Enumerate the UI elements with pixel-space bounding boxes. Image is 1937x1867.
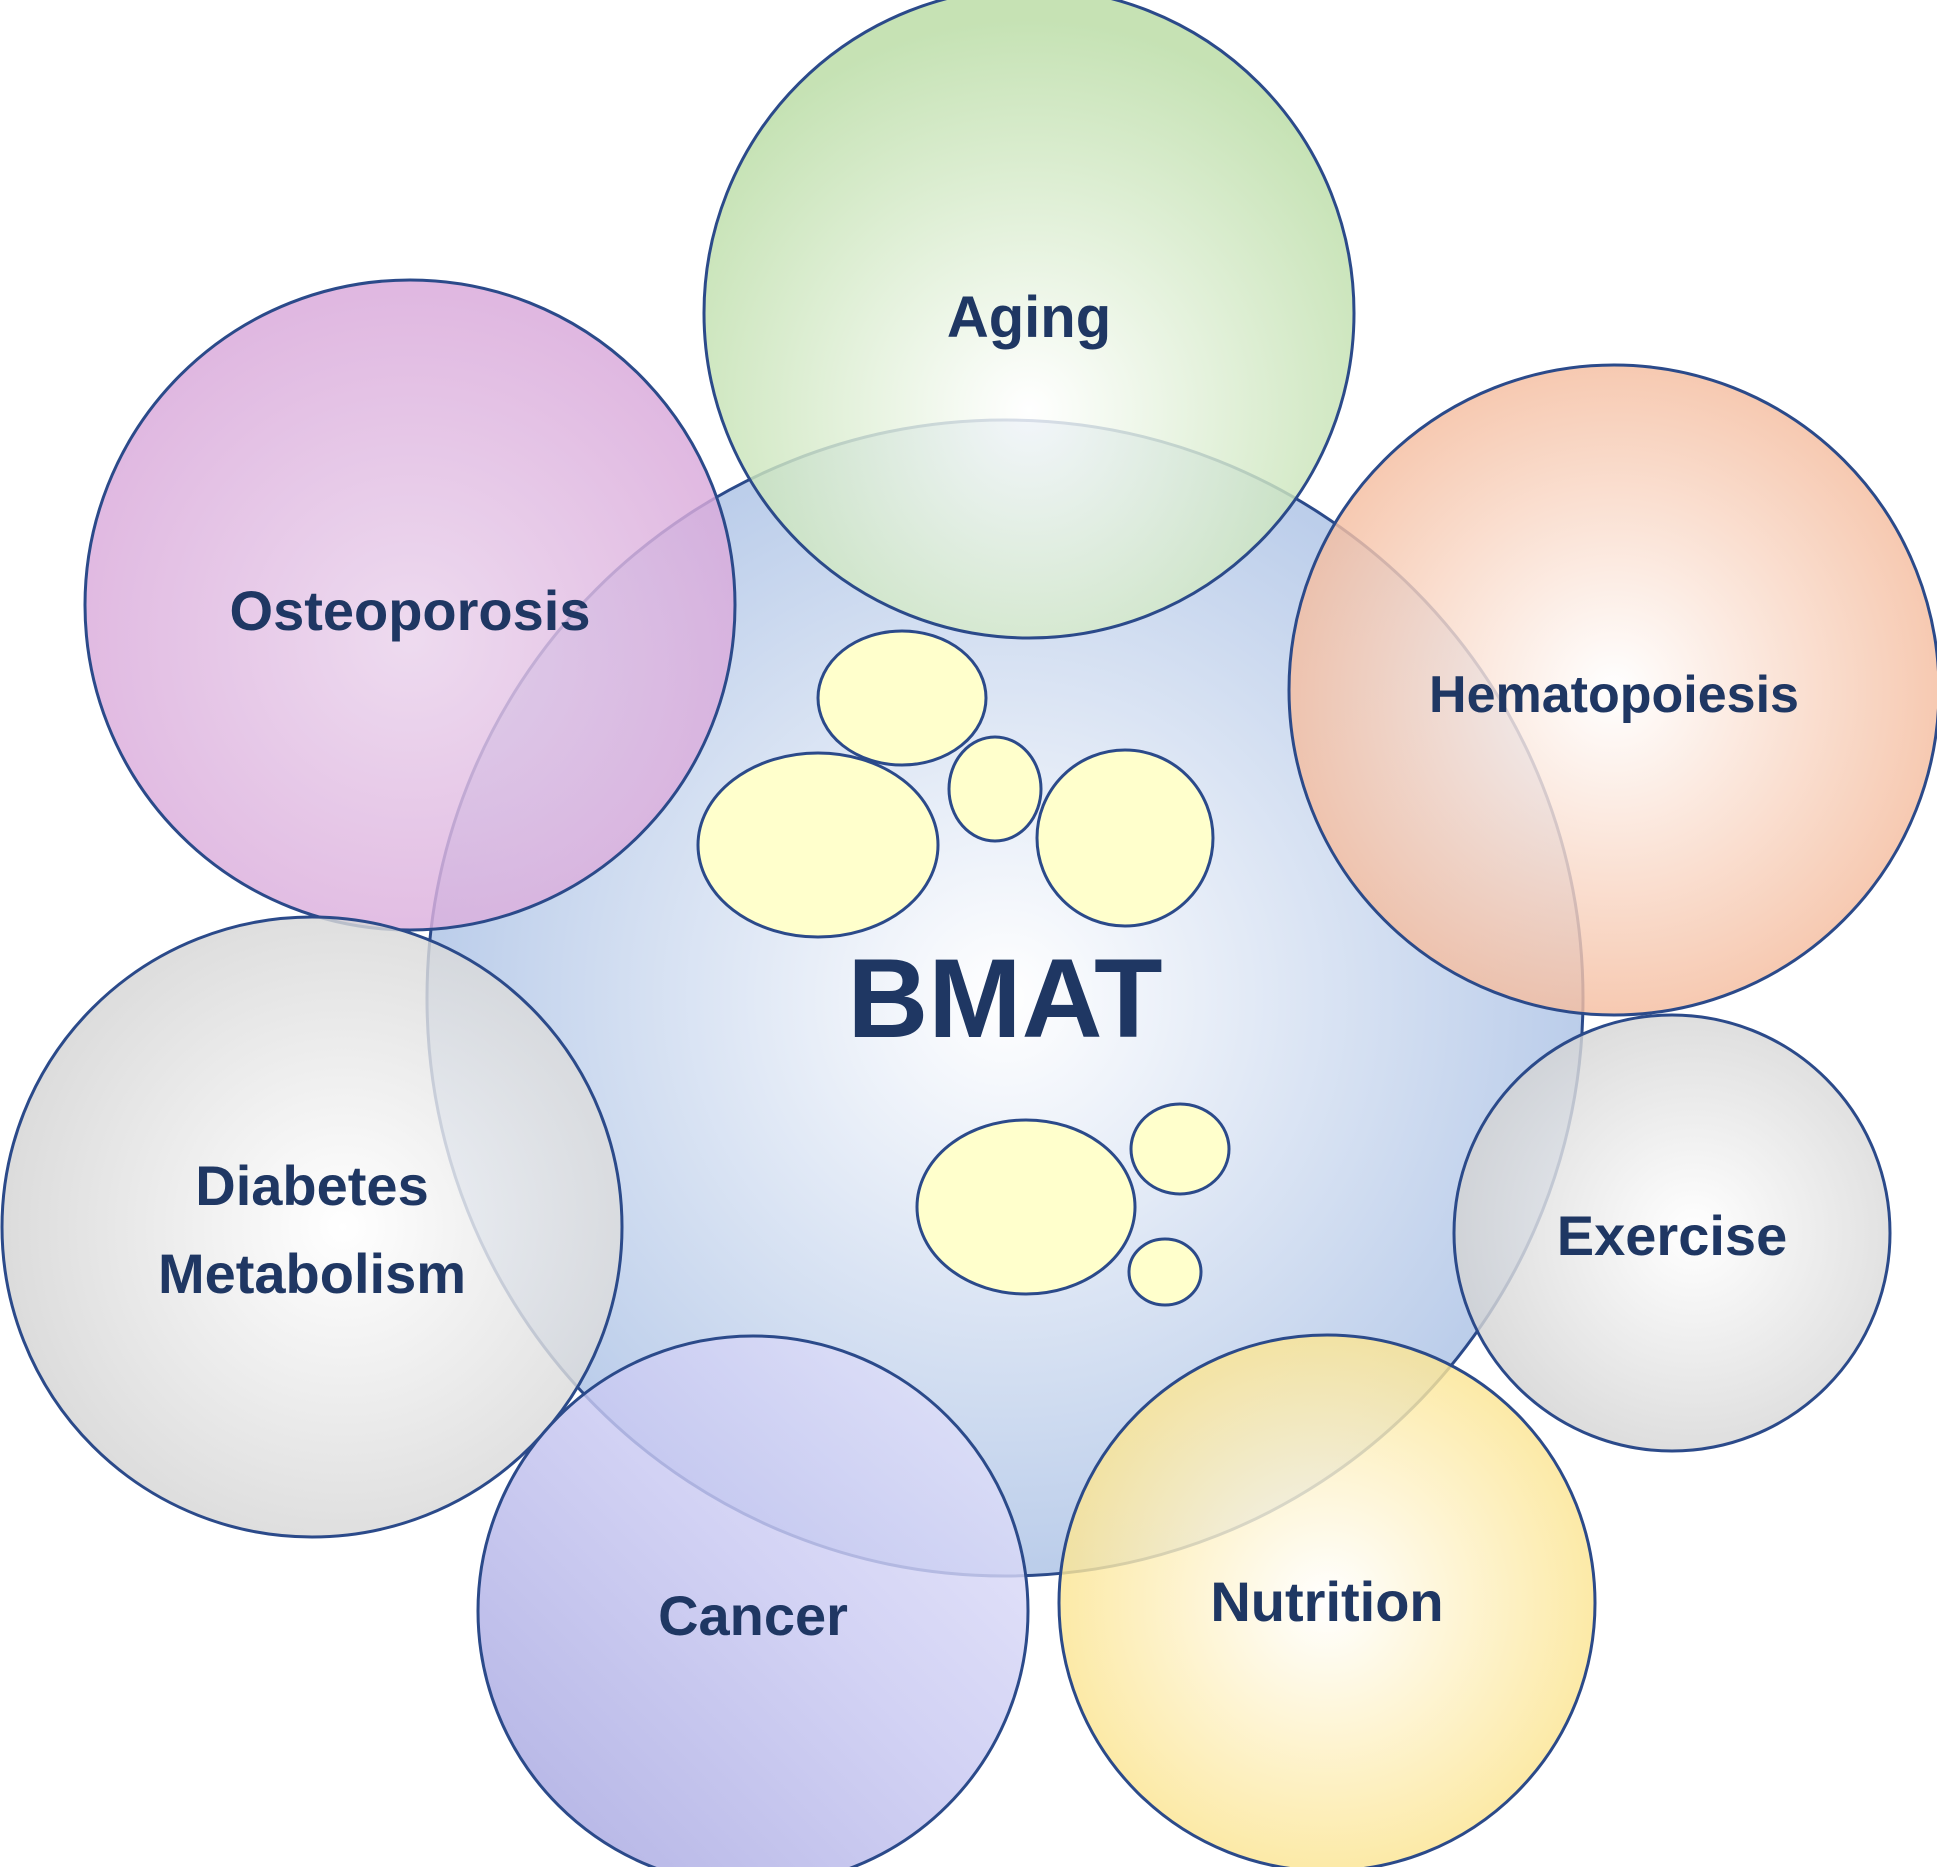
fat-cell (915, 1118, 1137, 1296)
aging-circle (702, 0, 1356, 640)
fat-cell (696, 751, 940, 939)
fat-cell (1127, 1237, 1203, 1307)
topic-exercise: Exercise (1452, 1013, 1892, 1453)
center-label: BMAT (847, 936, 1162, 1061)
fat-cell (1035, 748, 1215, 928)
diabetes-label: Diabetes (195, 1154, 428, 1217)
topic-hematopoiesis: Hematopoiesis (1287, 363, 1937, 1017)
topic-cancer: Cancer (476, 1334, 1030, 1867)
topic-osteoporosis: Osteoporosis (83, 278, 737, 932)
osteoporosis-label: Osteoporosis (230, 579, 591, 642)
metabolism-label: Metabolism (158, 1242, 466, 1305)
hematopoiesis-circle (1287, 363, 1937, 1017)
diabetes-metabolism-circle (0, 915, 624, 1539)
topic-diabetes-metabolism: Diabetes Metabolism (0, 915, 624, 1539)
exercise-circle (1452, 1013, 1892, 1453)
topic-aging: Aging (702, 0, 1356, 640)
fat-cell (1129, 1102, 1231, 1196)
hematopoiesis-label: Hematopoiesis (1429, 666, 1799, 724)
topic-nutrition: Nutrition (1057, 1333, 1597, 1867)
osteoporosis-circle (83, 278, 737, 932)
fat-cells (696, 629, 1231, 1307)
cancer-label: Cancer (658, 1584, 848, 1647)
aging-label: Aging (947, 285, 1111, 350)
fat-cell (947, 735, 1043, 843)
nutrition-circle (1057, 1333, 1597, 1867)
cancer-circle (476, 1334, 1030, 1867)
nutrition-label: Nutrition (1210, 1570, 1443, 1633)
exercise-label: Exercise (1557, 1204, 1787, 1267)
fat-cell (816, 629, 988, 767)
